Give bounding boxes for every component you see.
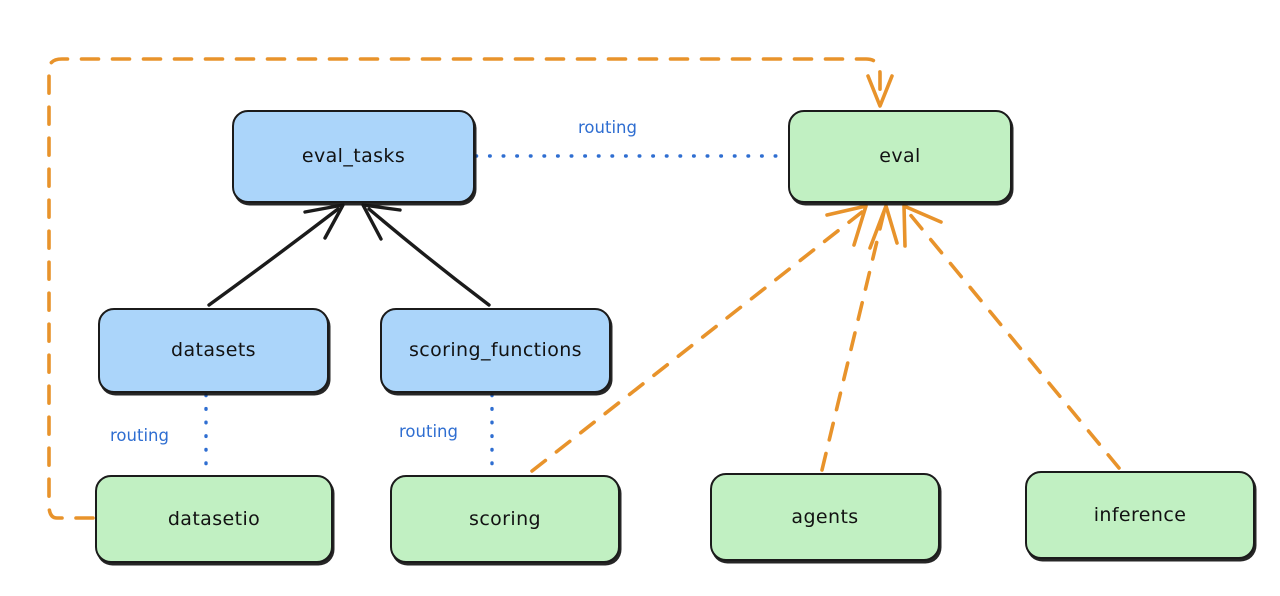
node-datasetio-label: datasetio (167, 507, 261, 530)
edge-agents-to-eval (820, 210, 886, 472)
edge-label-routing-datasets-datasetio: routing (110, 426, 169, 445)
edge-scoring-to-eval-arrowhead (825, 204, 868, 247)
edge-scoring-functions-to-eval-tasks (367, 207, 491, 307)
edge-agents-to-eval-arrowhead (868, 204, 899, 250)
edge-datasets-to-eval-tasks-arrowhead (303, 203, 345, 240)
node-eval[interactable]: eval (788, 110, 1012, 203)
node-eval-label: eval (879, 145, 921, 167)
edge-label-routing-eval-tasks-eval: routing (578, 118, 637, 137)
node-eval-tasks-label: eval_tasks (301, 145, 406, 167)
node-datasets[interactable]: datasets (98, 308, 329, 393)
node-scoring-label: scoring (469, 507, 541, 530)
node-inference[interactable]: inference (1025, 471, 1255, 559)
node-inference-label: inference (1093, 503, 1187, 526)
edge-inference-to-eval (906, 210, 1121, 470)
edge-datasetio-to-eval-arrowhead (866, 74, 894, 108)
node-datasets-label: datasets (171, 339, 256, 361)
node-eval-tasks[interactable]: eval_tasks (232, 110, 475, 203)
node-agents[interactable]: agents (710, 473, 940, 561)
node-datasetio[interactable]: datasetio (95, 475, 333, 563)
node-scoring-functions[interactable]: scoring_functions (380, 308, 611, 393)
edge-scoring-functions-to-eval-tasks-arrowhead (361, 203, 402, 241)
node-agents-label: agents (791, 505, 859, 528)
edge-datasets-to-eval-tasks (207, 207, 340, 307)
edge-label-routing-scoring-functions-scoring: routing (399, 422, 458, 441)
edge-inference-to-eval-arrowhead (902, 204, 943, 248)
node-scoring[interactable]: scoring (390, 475, 620, 563)
node-scoring-functions-label: scoring_functions (409, 339, 582, 361)
